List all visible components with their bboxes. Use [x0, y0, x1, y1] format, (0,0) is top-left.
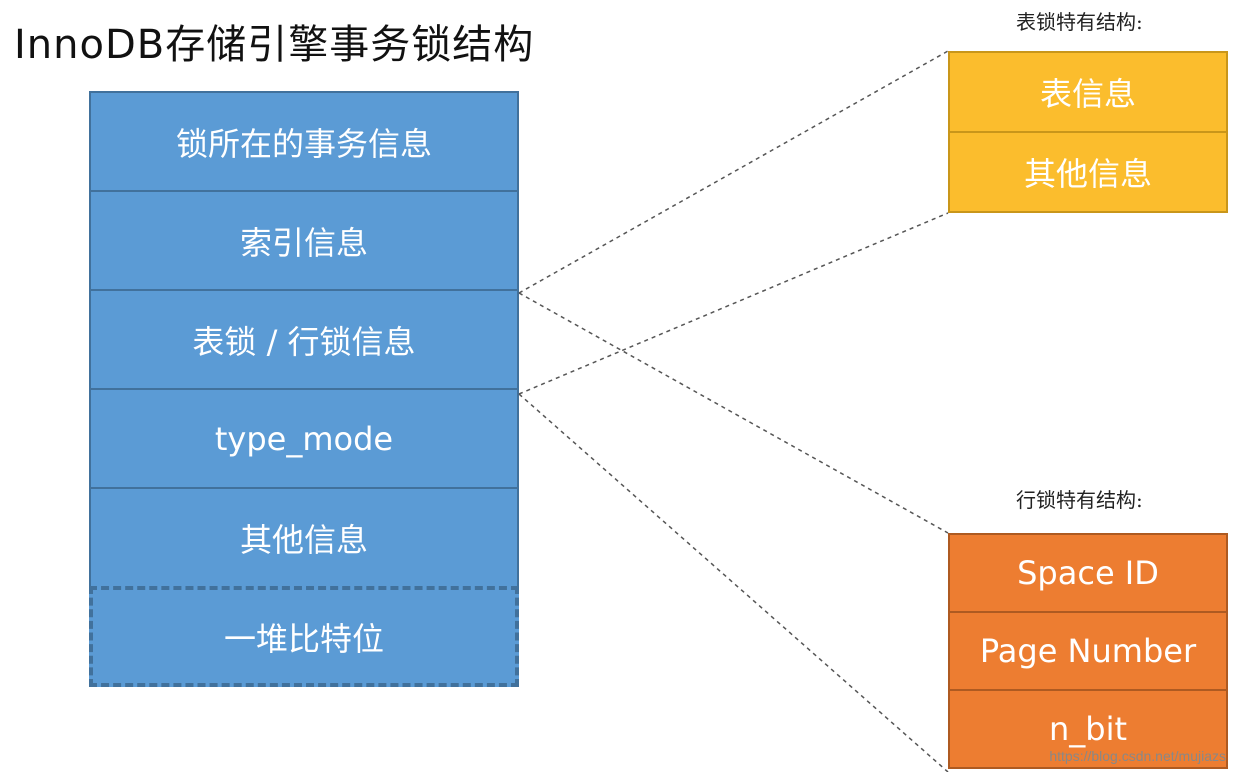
cell-label: 其他信息 — [239, 520, 368, 559]
item-label: n_bit — [1048, 710, 1128, 748]
cell-label: type_mode — [214, 419, 394, 458]
cell-label: 表锁 / 行锁信息 — [192, 322, 416, 361]
cell-label: 索引信息 — [239, 223, 368, 262]
item-label: 其他信息 — [1023, 155, 1152, 193]
connector-to-row-lock-top — [518, 292, 949, 534]
row-lock-struct: Space ID Page Number n_bit — [948, 533, 1228, 769]
cell-label: 锁所在的事务信息 — [175, 124, 432, 163]
cell-label: 一堆比特位 — [223, 619, 384, 658]
item-label: Space ID — [1017, 554, 1159, 592]
row-lock-item-page-number: Page Number — [948, 611, 1228, 691]
watermark: https://blog.csdn.net/mujiazs — [1049, 748, 1226, 764]
connector-to-row-lock-bottom — [518, 393, 949, 772]
row-lock-item-n-bit: n_bit — [948, 689, 1228, 769]
lock-struct-cell-index-info: 索引信息 — [89, 190, 519, 291]
connector-to-table-lock-bottom — [518, 212, 949, 395]
lock-struct-cell-trx-info: 锁所在的事务信息 — [89, 91, 519, 192]
row-lock-heading: 行锁特有结构: — [1016, 488, 1143, 512]
lock-struct-stack: 锁所在的事务信息 索引信息 表锁 / 行锁信息 type_mode 其他信息 一… — [89, 91, 519, 687]
row-lock-item-space-id: Space ID — [948, 533, 1228, 613]
table-lock-struct: 表信息 其他信息 — [948, 51, 1228, 213]
diagram-title: InnoDB存储引擎事务锁结构 — [14, 22, 535, 68]
item-label: Page Number — [979, 632, 1197, 670]
lock-struct-cell-bits: 一堆比特位 — [89, 586, 519, 687]
connector-to-table-lock-top — [518, 50, 949, 294]
table-lock-item-table-info: 表信息 — [948, 51, 1228, 133]
table-lock-item-other-info: 其他信息 — [948, 131, 1228, 213]
table-lock-heading: 表锁特有结构: — [1016, 10, 1143, 34]
lock-struct-cell-other-info: 其他信息 — [89, 487, 519, 588]
item-label: 表信息 — [1039, 75, 1136, 113]
